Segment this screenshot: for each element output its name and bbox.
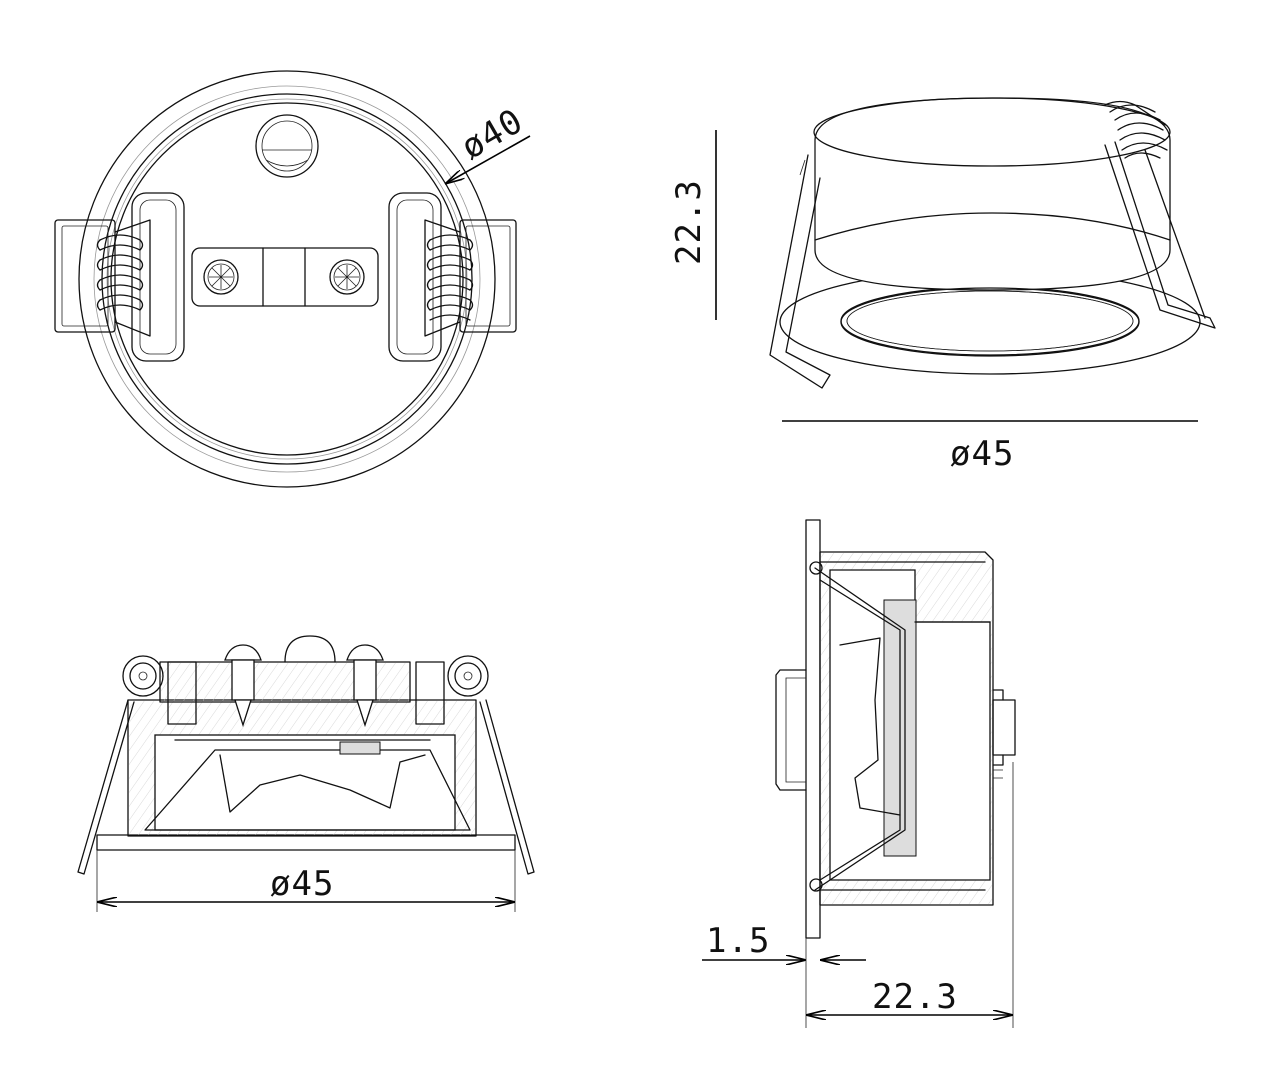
housing-circle (101, 93, 473, 465)
depth-label: 22.3 (872, 977, 958, 1017)
front-diameter-label: ø45 (270, 864, 334, 904)
right-spring-clip (388, 192, 517, 362)
screw-icon (329, 259, 365, 295)
side-section-view: 1.5 22.3 (702, 519, 1016, 1028)
outer-rim-circle (78, 70, 496, 488)
side-flange (805, 519, 821, 939)
flange-thickness-label: 1.5 (706, 921, 770, 961)
diameter-leader-arrow (445, 135, 531, 184)
terminal-block (191, 247, 379, 307)
perspective-spring (1104, 100, 1216, 329)
front-section-view: ø45 (77, 635, 535, 912)
front-flange (96, 834, 516, 851)
left-spring-clip (54, 192, 185, 362)
height-label: 22.3 (669, 179, 709, 265)
screw-icon (346, 644, 384, 728)
screw-icon (224, 644, 262, 728)
top-view: ø40 (54, 70, 531, 488)
body-top-ellipse (813, 97, 1171, 167)
perspective-view: 22.3 ø45 (669, 97, 1216, 474)
screw-icon (203, 259, 239, 295)
sensor-window (255, 114, 319, 178)
perspective-diameter-label: ø45 (950, 434, 1014, 474)
